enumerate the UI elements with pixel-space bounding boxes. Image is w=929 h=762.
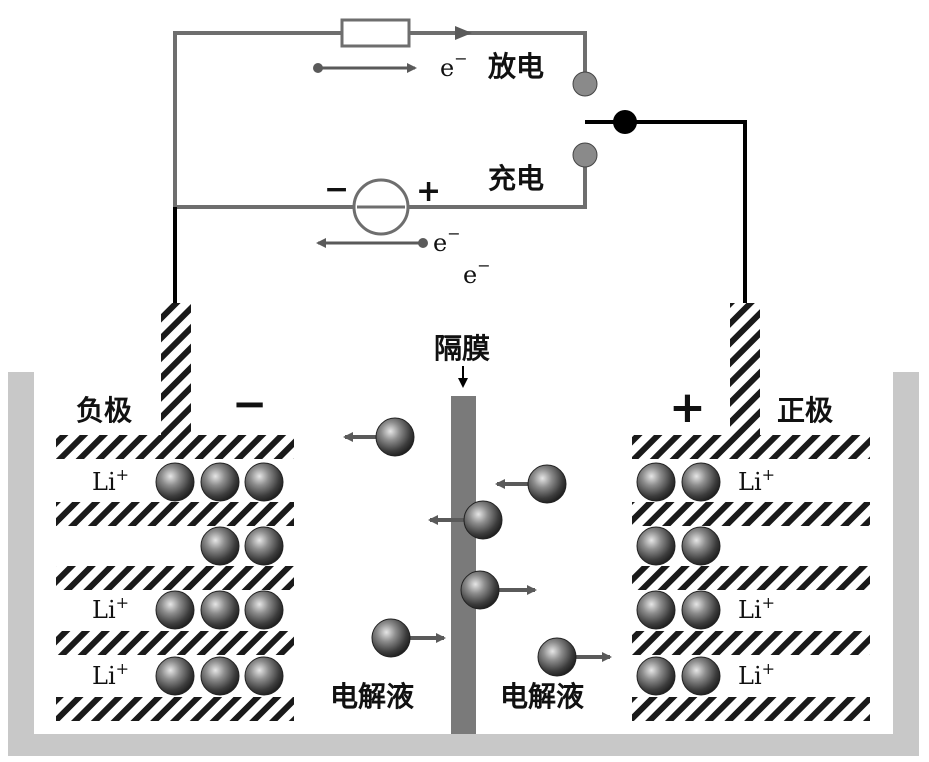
li-base: Li bbox=[92, 468, 116, 496]
charge-contact bbox=[572, 142, 598, 168]
ion-sphere-icon bbox=[200, 462, 240, 502]
li-label-pos-2: Li+ bbox=[738, 593, 775, 624]
positive-tab bbox=[730, 303, 760, 435]
electron-base-1: e bbox=[440, 54, 454, 82]
ion-sphere-icon bbox=[681, 462, 721, 502]
li-sup: + bbox=[116, 659, 129, 678]
switch-pivot bbox=[613, 110, 637, 134]
positive-layer bbox=[632, 566, 870, 590]
li-sup: + bbox=[762, 593, 775, 612]
electron-label-charge: e− bbox=[433, 224, 461, 257]
ion-sphere-icon bbox=[636, 656, 676, 696]
ion-sphere-icon bbox=[681, 526, 721, 566]
ion-sphere-icon bbox=[527, 464, 567, 504]
negative-sign: − bbox=[232, 379, 267, 428]
ion-sphere-icon bbox=[636, 526, 676, 566]
positive-electrode-label: 正极 bbox=[777, 394, 833, 427]
electron-sup-2: − bbox=[447, 224, 460, 243]
electron-sup-1: − bbox=[454, 49, 467, 68]
negative-layer bbox=[56, 697, 294, 721]
li-base: Li bbox=[92, 596, 116, 624]
lithium-ions bbox=[155, 417, 721, 696]
ion-sphere-icon bbox=[155, 590, 195, 630]
ion-sphere-icon bbox=[537, 637, 577, 677]
li-label-pos-3: Li+ bbox=[738, 659, 775, 690]
negative-electrode bbox=[56, 303, 294, 721]
ion-sphere-icon bbox=[155, 462, 195, 502]
dc-source-icon bbox=[352, 178, 410, 236]
ion-sphere-icon bbox=[681, 590, 721, 630]
charge-electron-arrow bbox=[316, 238, 428, 248]
electron-label-discharge: e− bbox=[440, 49, 468, 82]
positive-layer bbox=[632, 502, 870, 526]
electron-base-3: e bbox=[463, 261, 477, 289]
li-sup: + bbox=[116, 593, 129, 612]
ion-sphere-icon bbox=[636, 590, 676, 630]
li-label-pos-1: Li+ bbox=[738, 465, 775, 496]
negative-tab bbox=[161, 303, 191, 435]
discharge-label: 放电 bbox=[487, 50, 544, 83]
external-circuit bbox=[173, 31, 747, 303]
li-sup: + bbox=[762, 659, 775, 678]
positive-layer bbox=[632, 697, 870, 721]
electrolyte-container bbox=[8, 372, 919, 756]
discharge-contact bbox=[572, 71, 598, 97]
ion-sphere-icon bbox=[155, 656, 195, 696]
switch-icon bbox=[572, 71, 637, 168]
positive-layer bbox=[632, 435, 870, 459]
negative-electrode-label: 负极 bbox=[76, 394, 132, 427]
negative-layer bbox=[56, 435, 294, 459]
li-sup: + bbox=[762, 465, 775, 484]
li-base: Li bbox=[738, 662, 762, 690]
ion-motion-arrows bbox=[343, 432, 612, 662]
electron-label-extra: e− bbox=[463, 256, 491, 289]
ion-sphere-icon bbox=[200, 656, 240, 696]
li-base: Li bbox=[738, 468, 762, 496]
separator-label: 隔膜 bbox=[434, 332, 490, 365]
ion-sphere-icon bbox=[460, 570, 500, 610]
ion-sphere-icon bbox=[681, 656, 721, 696]
discharge-electron-arrow bbox=[313, 63, 417, 73]
ion-sphere-icon bbox=[244, 462, 284, 502]
positive-sign: + bbox=[669, 382, 706, 433]
resistor-icon bbox=[340, 18, 411, 48]
ion-sphere-icon bbox=[636, 462, 676, 502]
li-sup: + bbox=[116, 465, 129, 484]
electron-sup-3: − bbox=[477, 256, 490, 275]
electrolyte-label-right: 电解液 bbox=[500, 680, 584, 713]
ion-sphere-icon bbox=[200, 590, 240, 630]
ion-sphere-icon bbox=[244, 526, 284, 566]
positive-layer bbox=[632, 631, 870, 655]
li-base: Li bbox=[738, 596, 762, 624]
negative-layer bbox=[56, 631, 294, 655]
source-minus-label: − bbox=[324, 172, 349, 207]
source-plus-label: + bbox=[416, 174, 441, 209]
electron-base-2: e bbox=[433, 229, 447, 257]
current-direction-arrow bbox=[455, 26, 472, 40]
charge-label: 充电 bbox=[488, 162, 544, 195]
li-base: Li bbox=[92, 662, 116, 690]
li-label-neg-1: Li+ bbox=[92, 465, 129, 496]
ion-sphere-icon bbox=[244, 656, 284, 696]
negative-layer bbox=[56, 502, 294, 526]
li-label-neg-3: Li+ bbox=[92, 659, 129, 690]
ion-sphere-icon bbox=[200, 526, 240, 566]
negative-layer bbox=[56, 566, 294, 590]
li-label-neg-2: Li+ bbox=[92, 593, 129, 624]
electrolyte-label-left: 电解液 bbox=[330, 680, 414, 713]
separator bbox=[451, 396, 476, 734]
ion-sphere-icon bbox=[375, 417, 415, 457]
ion-sphere-icon bbox=[244, 590, 284, 630]
ion-sphere-icon bbox=[463, 500, 503, 540]
ion-sphere-icon bbox=[371, 618, 411, 658]
positive-electrode bbox=[632, 303, 870, 721]
